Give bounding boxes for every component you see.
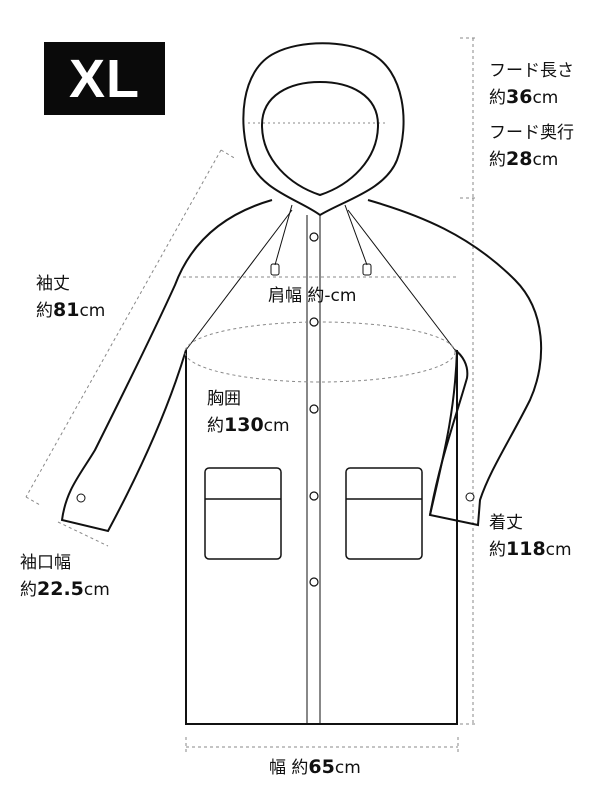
- button: [309, 232, 319, 242]
- hood-length-prefix: 約: [489, 88, 506, 108]
- hood-depth-prefix: 約: [489, 150, 506, 170]
- sleeve-length-label: 袖丈 約81cm: [36, 271, 105, 324]
- cuff-width-value: 22.5: [37, 578, 84, 600]
- shoulder-width-title: 肩幅: [268, 286, 302, 306]
- sleeve-length-prefix: 約: [36, 301, 53, 321]
- coat-details: [76, 204, 475, 724]
- button: [309, 404, 319, 414]
- hood: [242, 42, 405, 217]
- sleeve-length-unit: cm: [79, 301, 106, 321]
- drawcord-left: [274, 204, 293, 266]
- chest-guide: [184, 321, 456, 383]
- chest-value: 130: [224, 414, 264, 436]
- pockets: [204, 467, 423, 560]
- button: [309, 491, 319, 501]
- width-title: 幅: [269, 758, 286, 778]
- shoulder-width-prefix: 約: [307, 286, 325, 306]
- cuff-width-unit: cm: [83, 580, 110, 600]
- width-prefix: 約: [291, 758, 309, 778]
- sleeve-length-guide: [25, 149, 222, 498]
- sleeve-length-value: 81: [53, 299, 80, 321]
- pocket-right: [345, 467, 423, 560]
- right-sleeve: [367, 199, 543, 527]
- measurement-guides: [25, 37, 478, 752]
- hood-depth-label: フード奥行 約28cm: [489, 120, 574, 173]
- total-length-title: 着丈: [489, 513, 523, 533]
- hood-depth-unit: cm: [532, 150, 559, 170]
- hood-length-unit: cm: [532, 88, 559, 108]
- chest-label: 胸囲 約130cm: [207, 386, 290, 439]
- shoulder-width-unit: cm: [330, 286, 357, 306]
- pocket-left: [204, 467, 282, 560]
- drawcord-right: [344, 204, 368, 266]
- width-value: 65: [308, 756, 335, 778]
- size-badge: XL: [44, 42, 165, 115]
- cuff-width-prefix: 約: [20, 580, 37, 600]
- cuff-width-title: 袖口幅: [20, 553, 71, 573]
- hood-depth-value: 28: [506, 148, 533, 170]
- total-length-unit: cm: [545, 540, 572, 560]
- hood-depth-title: フード奥行: [489, 123, 574, 143]
- hood-length-label: フード長さ 約36cm: [489, 58, 574, 111]
- width-unit: cm: [334, 758, 361, 778]
- shoulder-width-label: 肩幅 約-cm: [268, 283, 356, 309]
- button: [309, 577, 319, 587]
- chest-title: 胸囲: [207, 389, 241, 409]
- sleeve-length-title: 袖丈: [36, 274, 70, 294]
- chest-unit: cm: [263, 416, 290, 436]
- buttons: [309, 232, 319, 587]
- button: [309, 317, 319, 327]
- chest-prefix: 約: [207, 416, 224, 436]
- raglan-seam-right: [347, 209, 456, 351]
- face-opening: [260, 80, 380, 197]
- total-length-label: 着丈 約118cm: [489, 510, 572, 563]
- hood-length-value: 36: [506, 86, 533, 108]
- cuff-width-label: 袖口幅 約22.5cm: [20, 550, 110, 603]
- hood-length-title: フード長さ: [489, 61, 574, 81]
- coat-outline: [60, 42, 543, 725]
- total-length-value: 118: [506, 538, 546, 560]
- total-length-prefix: 約: [489, 540, 506, 560]
- raglan-seam-left: [185, 209, 293, 351]
- coat-body: [185, 350, 458, 725]
- left-sleeve: [60, 199, 273, 533]
- shoulder-width-value: -: [324, 286, 331, 306]
- width-label: 幅 約65cm: [269, 754, 361, 781]
